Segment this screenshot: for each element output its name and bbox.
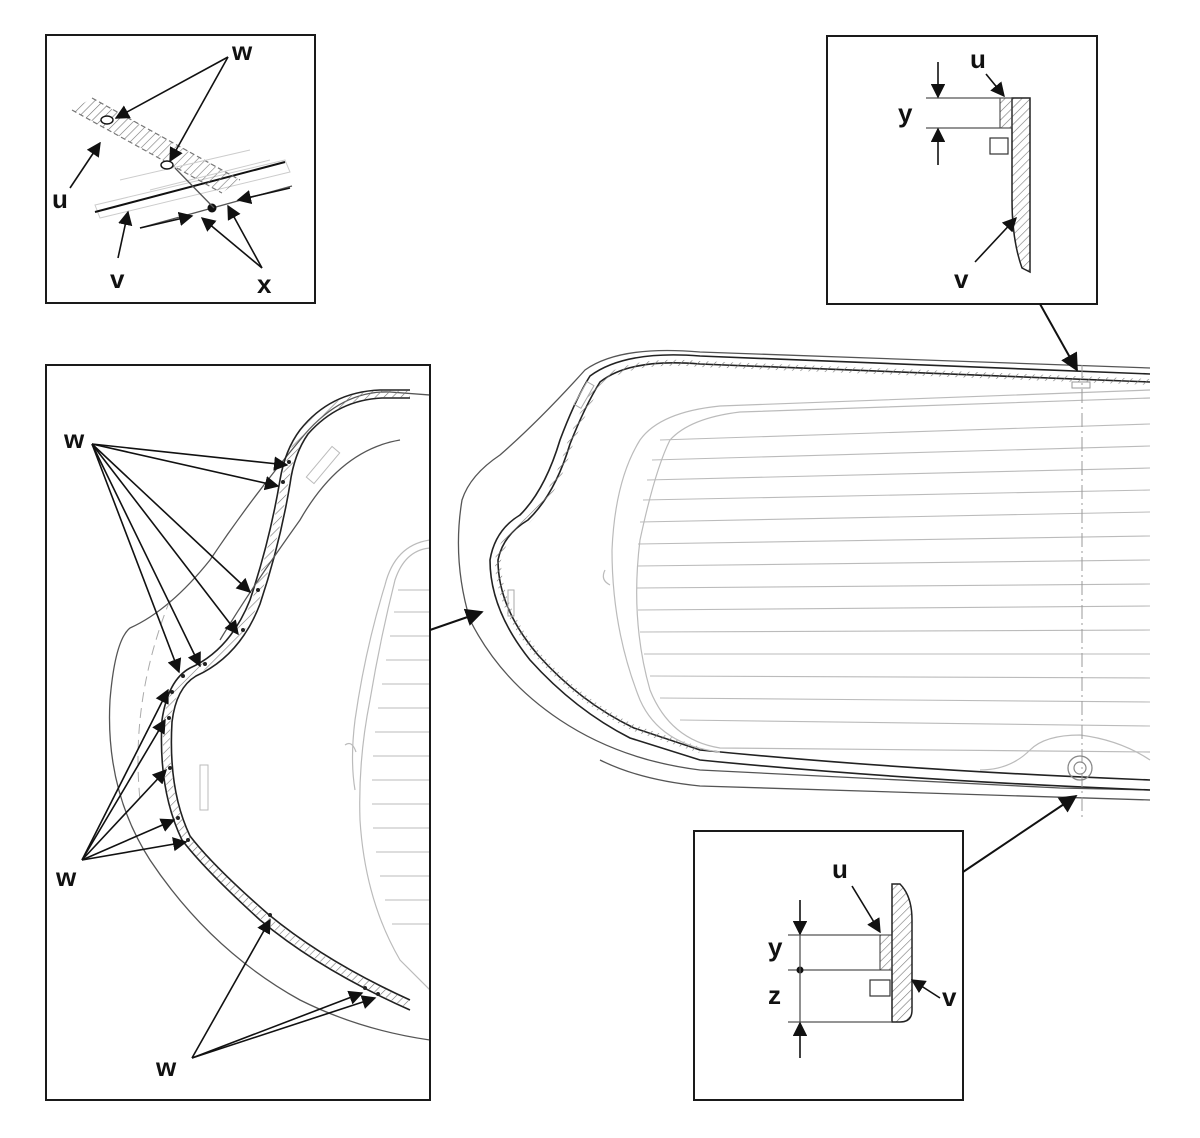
detail-box-left: w w w bbox=[45, 364, 484, 1101]
label-w: w bbox=[55, 862, 77, 892]
label-y: y bbox=[898, 98, 913, 128]
label-w: w bbox=[231, 36, 253, 66]
detail-box-top-left: w u v x bbox=[45, 34, 316, 304]
label-v: v bbox=[954, 264, 969, 294]
label-u: u bbox=[52, 184, 68, 214]
defroster-grid-lines bbox=[636, 423, 1151, 727]
detail-box-top-right: u y v bbox=[826, 35, 1098, 372]
label-z: z bbox=[768, 980, 781, 1010]
main-glass-view bbox=[457, 349, 1151, 820]
label-w: w bbox=[63, 424, 85, 454]
label-v: v bbox=[942, 982, 957, 1012]
label-x: x bbox=[257, 269, 272, 299]
label-y: y bbox=[768, 932, 783, 962]
wiper-mount-icon bbox=[1067, 755, 1093, 781]
label-u: u bbox=[970, 44, 986, 74]
detail-box-bottom-right: u y z v bbox=[693, 794, 1078, 1101]
bond-points bbox=[167, 460, 380, 996]
left-defroster-lines bbox=[372, 589, 429, 925]
label-w: w bbox=[155, 1052, 177, 1082]
label-u: u bbox=[832, 854, 848, 884]
label-v: v bbox=[110, 264, 125, 294]
